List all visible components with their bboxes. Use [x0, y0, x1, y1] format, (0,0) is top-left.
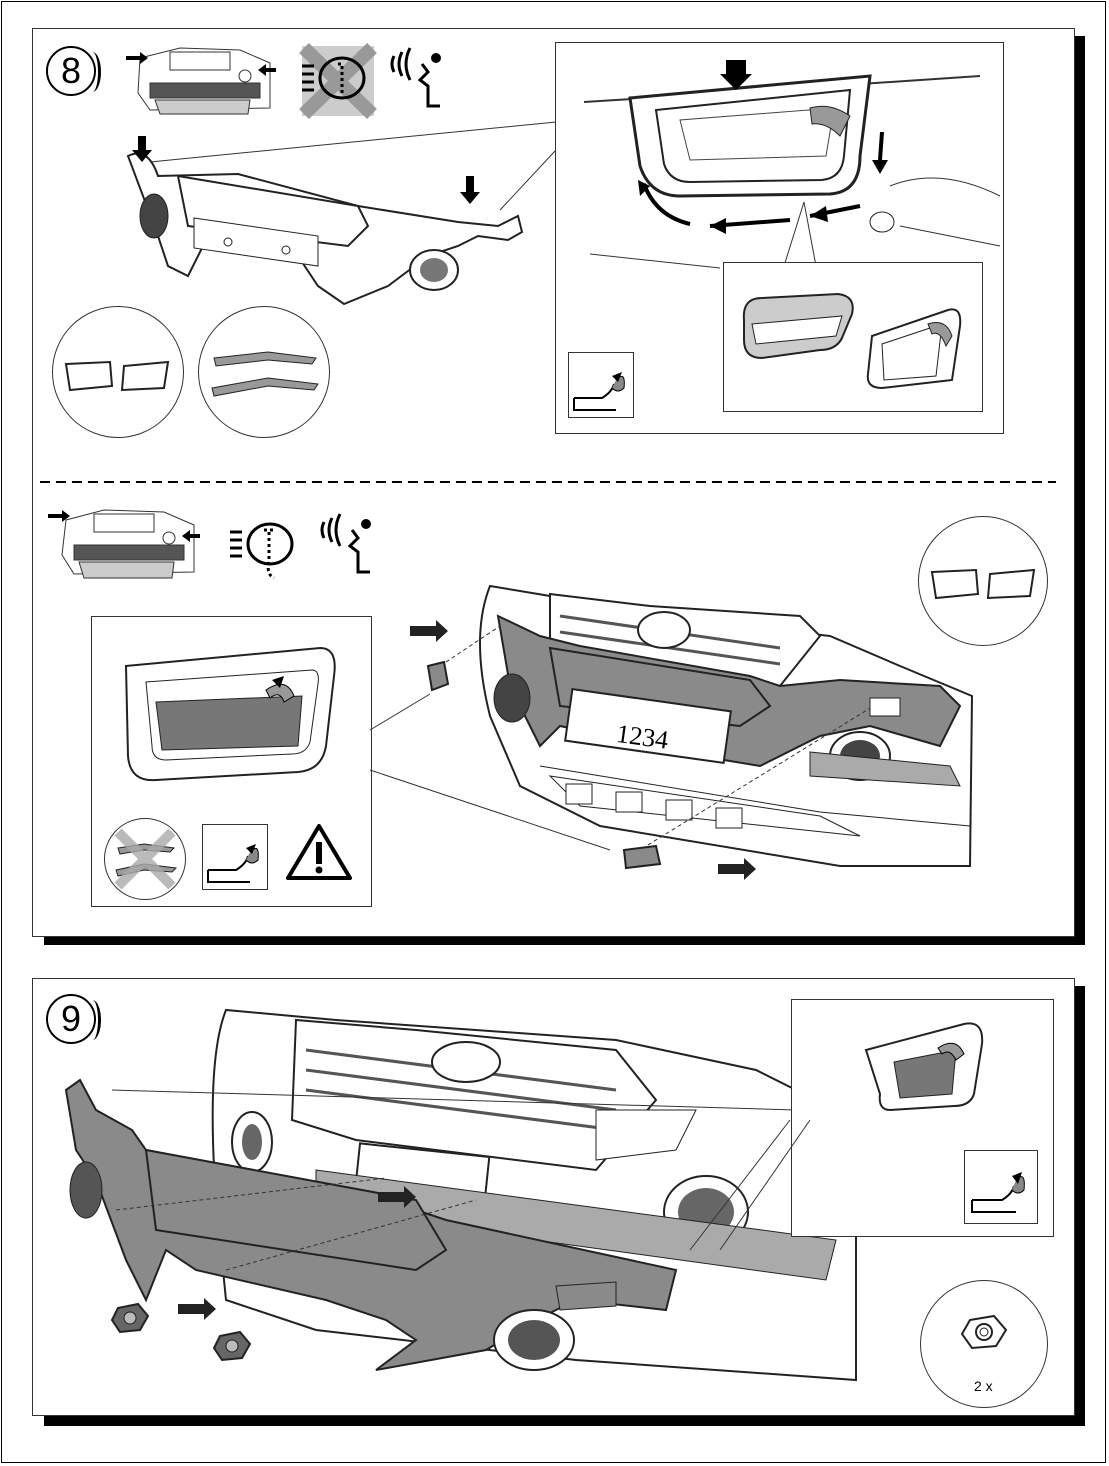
- tape-strips-circle: [198, 306, 330, 438]
- section-divider: [40, 481, 1056, 483]
- nut-quantity-label: 2 x: [974, 1378, 993, 1394]
- bumper-trim-drawing: [126, 136, 524, 306]
- trim-piece-lower: [622, 844, 662, 870]
- trim-tape-closeup: [742, 292, 962, 390]
- hex-nut-icon: [960, 1314, 1008, 1350]
- step9-zoom-lines: [689, 1119, 811, 1251]
- magnify-lines-lower: [369, 693, 611, 851]
- trim-tape-applied: [124, 646, 336, 782]
- trim-tape-detail-step9: [864, 1022, 984, 1112]
- car-front-bumper-install: [64, 1008, 857, 1382]
- zoom-pointer: [783, 201, 817, 267]
- push-arrow-step9-2: [178, 1298, 216, 1320]
- no-tape-strips-icon: [114, 828, 178, 890]
- step8-number: 8: [46, 46, 101, 96]
- trim-parts-pair: [64, 360, 170, 392]
- trim-piece-left: [426, 660, 450, 692]
- peel-backing-icon: [573, 372, 625, 411]
- trim-peel-detail: [583, 60, 1001, 269]
- headlamp-washer-icon: [299, 42, 377, 120]
- peel-backing-icon-step9: [971, 1172, 1025, 1213]
- push-arrow-step9-1: [378, 1186, 416, 1208]
- headlamp-washer-icon-2: [230, 522, 294, 580]
- push-arrow-2: [718, 858, 756, 880]
- peel-backing-icon-lower: [207, 844, 259, 883]
- car-front-thumbnail-2: [48, 509, 200, 579]
- car-front-trim-install: 1234: [439, 584, 974, 867]
- step9-number: 9: [46, 994, 101, 1044]
- tape-strips: [211, 351, 319, 397]
- trim-parts-pair-2: [930, 568, 1036, 600]
- warning-triangle-icon: [286, 824, 352, 880]
- license-plate-text: 1234: [615, 719, 671, 755]
- parking-sensor-icon-2: [320, 513, 371, 574]
- car-front-thumbnail: [126, 47, 276, 115]
- push-arrow-1: [410, 620, 448, 642]
- hex-nut-2: [212, 1330, 252, 1362]
- parking-sensor-icon: [390, 47, 441, 108]
- magnify-lines-step8: [149, 121, 557, 211]
- hex-nut-1: [110, 1302, 150, 1334]
